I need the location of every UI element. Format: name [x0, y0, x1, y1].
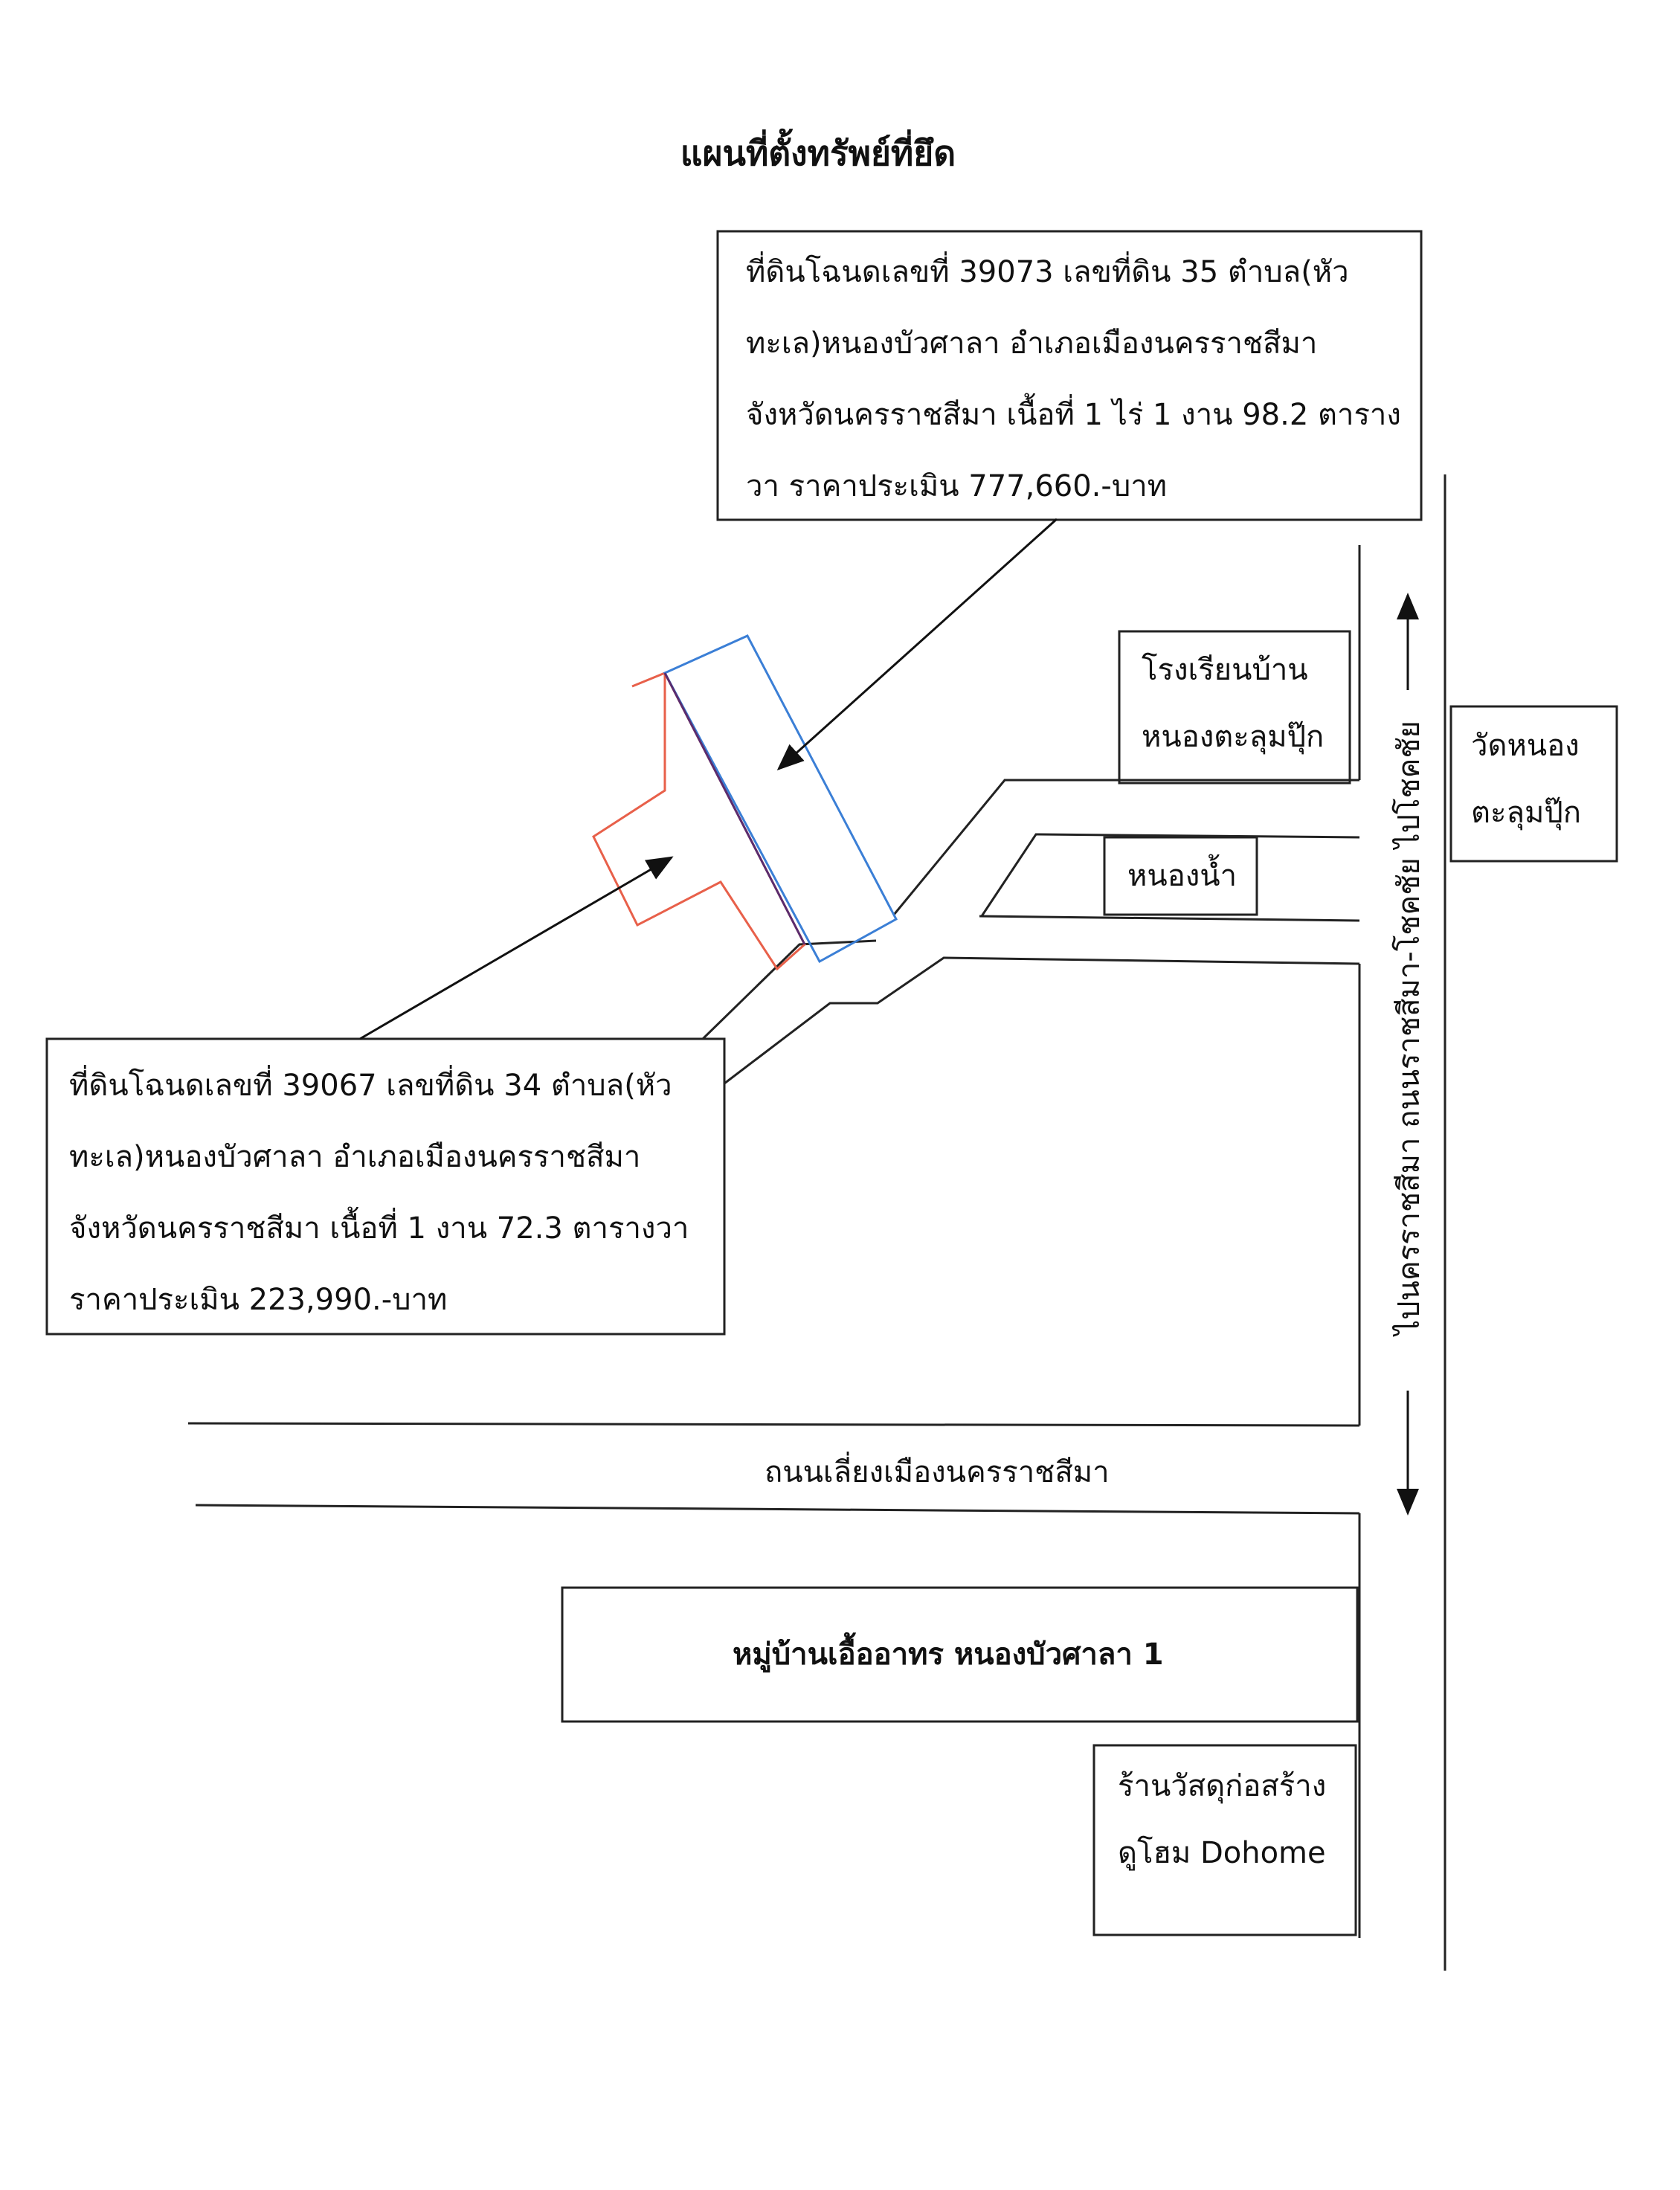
shared-boundary	[663, 672, 806, 945]
village-box	[561, 1586, 1359, 1723]
map-title: แผนที่ตั้งทรัพย์ที่ยึด	[680, 133, 956, 173]
school-label: โรงเรียนบ้าน หนองตะลุมปุ๊ก	[1142, 637, 1324, 770]
pond-box	[1103, 836, 1258, 916]
parcel-34-line: ทะเล)หนองบัวศาลา อำเภอเมืองนครราชสีมา	[69, 1140, 641, 1174]
side-road-south-edge	[724, 956, 1360, 1085]
parcel-34-box	[45, 1037, 726, 1336]
temple-line: ตะลุมปุ๊ก	[1471, 796, 1581, 830]
parcel-35-line: ที่ดินโฉนดเลขที่ 39073 เลขที่ดิน 35 ตำบล…	[746, 255, 1349, 289]
main-road-label: ไปนครราชสีมา ถนนราชสีมา-โชคชัย ไปโชคชัย	[1392, 721, 1426, 1335]
parcel-35-line: จังหวัดนครราชสีมา เนื้อที่ 1 ไร่ 1 งาน 9…	[746, 398, 1401, 432]
parcel-34-leader-arrow	[359, 856, 674, 1040]
parcel-34-outline	[592, 671, 806, 971]
ring-road-south-edge	[195, 1504, 1360, 1515]
school-line: โรงเรียนบ้าน	[1142, 653, 1308, 687]
school-line: หนองตะลุมปุ๊ก	[1142, 720, 1325, 754]
temple-label: วัดหนอง ตะลุมปุ๊ก	[1471, 712, 1581, 846]
ring-road-label: ถนนเลี่ยงเมืองนครราชสีมา	[765, 1455, 1110, 1489]
parcel-35-line: ทะเล)หนองบัวศาลา อำเภอเมืองนครราชสีมา	[746, 326, 1318, 361]
store-line: ดูโฮม Dohome	[1118, 1836, 1326, 1870]
access-road-edge	[701, 939, 877, 1040]
parcel-34-line: จังหวัดนครราชสีมา เนื้อที่ 1 งาน 72.3 ตา…	[69, 1211, 689, 1246]
parcel-35-leader-arrow	[776, 518, 1058, 771]
pond-road-south-edge	[979, 915, 1360, 922]
pond-label: หนองน้ำ	[1127, 859, 1238, 893]
parcel-35-description: ที่ดินโฉนดเลขที่ 39073 เลขที่ดิน 35 ตำบล…	[746, 236, 1401, 522]
ring-road-north-edge	[187, 1422, 1360, 1427]
store-line: ร้านวัสดุก่อสร้าง	[1118, 1769, 1327, 1803]
village-label: หมู่บ้านเอื้ออาทร หนองบัวศาลา 1	[733, 1637, 1164, 1672]
pond-road-north-edge	[980, 833, 1360, 917]
parcel-35-line: วา ราคาประเมิน 777,660.-บาท	[746, 469, 1168, 503]
parcel-34-description: ที่ดินโฉนดเลขที่ 39067 เลขที่ดิน 34 ตำบล…	[69, 1050, 689, 1336]
parcel-34-line: ราคาประเมิน 223,990.-บาท	[69, 1283, 448, 1317]
school-box	[1118, 630, 1351, 785]
parcel-35-outline	[663, 634, 898, 964]
parcel-35-box	[716, 230, 1423, 521]
parcel-34-line: ที่ดินโฉนดเลขที่ 39067 เลขที่ดิน 34 ตำบล…	[69, 1069, 672, 1103]
store-label: ร้านวัสดุก่อสร้าง ดูโฮม Dohome	[1118, 1753, 1326, 1887]
side-road-north-edge	[892, 779, 1359, 915]
temple-line: วัดหนอง	[1471, 729, 1580, 763]
temple-box	[1449, 705, 1618, 863]
store-box	[1092, 1744, 1357, 1936]
